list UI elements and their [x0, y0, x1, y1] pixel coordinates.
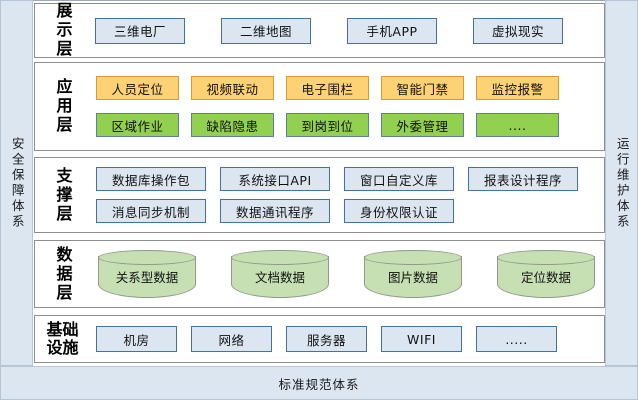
cylinder-label: 定位数据	[520, 270, 571, 285]
node-2d-map[interactable]: 二维地图	[221, 17, 311, 44]
layer-data: 数据层 关系型数据 文档数据 图片数据	[34, 240, 605, 308]
node-on-duty-in-place[interactable]: 到岗到位	[286, 113, 369, 137]
layer-support: 支撑层 数据库操作包 系统接口API 窗口自定义库 报表设计程序 消息同步机制 …	[34, 157, 605, 233]
layer-presentation-body: 三维电厂 二维地图 手机APP 虚拟现实	[90, 4, 604, 57]
node-video-linkage[interactable]: 视频联动	[191, 76, 274, 100]
side-band-operations-label: 运行维护体系	[614, 136, 630, 230]
node-infrastructure-more[interactable]: .....	[476, 326, 557, 352]
side-band-security-label: 安全保障体系	[9, 136, 25, 230]
node-defect-hazard[interactable]: 缺陷隐患	[191, 113, 274, 137]
node-computer-room[interactable]: 机房	[96, 326, 177, 352]
layer-infrastructure-title: 基础设施	[35, 316, 90, 362]
cylinder-label: 文档数据	[254, 270, 305, 285]
cylinder-label: 图片数据	[387, 270, 438, 285]
node-monitoring-alarm[interactable]: 监控报警	[476, 76, 559, 100]
node-virtual-reality[interactable]: 虚拟现实	[473, 17, 563, 44]
database-cylinder-image[interactable]: 图片数据	[364, 250, 462, 298]
presentation-row: 三维电厂 二维地图 手机APP 虚拟现实	[90, 17, 604, 44]
bottom-band-standards: 标准规范体系	[0, 366, 638, 400]
support-row-one: 数据库操作包 系统接口API 窗口自定义库 报表设计程序	[90, 167, 604, 191]
layer-support-body: 数据库操作包 系统接口API 窗口自定义库 报表设计程序 消息同步机制 数据通讯…	[90, 158, 604, 232]
cylinder-top	[98, 250, 196, 265]
node-electronic-fence[interactable]: 电子围栏	[286, 76, 369, 100]
cylinder-label: 关系型数据	[115, 270, 179, 285]
node-server[interactable]: 服务器	[286, 326, 367, 352]
layer-application: 应用层 人员定位 视频联动 电子围栏 智能门禁 监控报警 区域作业 缺陷隐患 到…	[34, 62, 605, 151]
cylinder-top	[497, 250, 595, 265]
layer-data-title: 数据层	[53, 245, 73, 303]
side-band-operations: 运行维护体系	[605, 0, 638, 366]
support-row-two: 消息同步机制 数据通讯程序 身份权限认证	[90, 199, 604, 223]
node-wifi[interactable]: WIFI	[381, 326, 462, 352]
layer-data-body: 关系型数据 文档数据 图片数据 定位数据	[90, 241, 604, 307]
side-band-security: 安全保障体系	[0, 0, 33, 366]
bottom-band-standards-label: 标准规范体系	[278, 376, 360, 392]
layer-presentation: 展示层 三维电厂 二维地图 手机APP 虚拟现实	[34, 2, 605, 59]
cylinder-top	[231, 250, 329, 265]
data-row: 关系型数据 文档数据 图片数据 定位数据	[90, 250, 604, 298]
infrastructure-row: 机房 网络 服务器 WIFI .....	[90, 326, 604, 352]
node-3d-plant[interactable]: 三维电厂	[95, 17, 185, 44]
node-data-communication-program[interactable]: 数据通讯程序	[220, 199, 330, 223]
database-cylinder-relational[interactable]: 关系型数据	[98, 250, 196, 298]
node-window-custom-library[interactable]: 窗口自定义库	[344, 167, 454, 191]
application-row-orange: 人员定位 视频联动 电子围栏 智能门禁 监控报警	[90, 76, 604, 100]
node-message-sync-mechanism[interactable]: 消息同步机制	[96, 199, 206, 223]
cylinder-top	[364, 250, 462, 265]
node-report-design-program[interactable]: 报表设计程序	[468, 167, 578, 191]
layer-presentation-title: 展示层	[53, 2, 73, 59]
layer-infrastructure: 基础设施 机房 网络 服务器 WIFI .....	[34, 315, 605, 363]
node-smart-access-control[interactable]: 智能门禁	[381, 76, 464, 100]
node-mobile-app[interactable]: 手机APP	[347, 17, 437, 44]
database-cylinder-positioning[interactable]: 定位数据	[497, 250, 595, 298]
node-area-operation[interactable]: 区域作业	[96, 113, 179, 137]
layer-application-title: 应用层	[53, 78, 73, 135]
node-database-operation-package[interactable]: 数据库操作包	[96, 167, 206, 191]
node-network[interactable]: 网络	[191, 326, 272, 352]
node-identity-authorization[interactable]: 身份权限认证	[344, 199, 454, 223]
layer-infrastructure-body: 机房 网络 服务器 WIFI .....	[90, 316, 604, 362]
node-system-interface-api[interactable]: 系统接口API	[220, 167, 330, 191]
layer-support-title: 支撑层	[53, 166, 73, 224]
node-application-more[interactable]: ....	[476, 113, 559, 137]
infra-title-line2: 设施	[46, 338, 79, 357]
infra-title-line1: 基础	[46, 320, 79, 340]
database-cylinder-document[interactable]: 文档数据	[231, 250, 329, 298]
node-personnel-positioning[interactable]: 人员定位	[96, 76, 179, 100]
node-outsourcing-management[interactable]: 外委管理	[381, 113, 464, 137]
application-row-green: 区域作业 缺陷隐患 到岗到位 外委管理 ....	[90, 113, 604, 137]
layer-application-body: 人员定位 视频联动 电子围栏 智能门禁 监控报警 区域作业 缺陷隐患 到岗到位 …	[90, 63, 604, 150]
